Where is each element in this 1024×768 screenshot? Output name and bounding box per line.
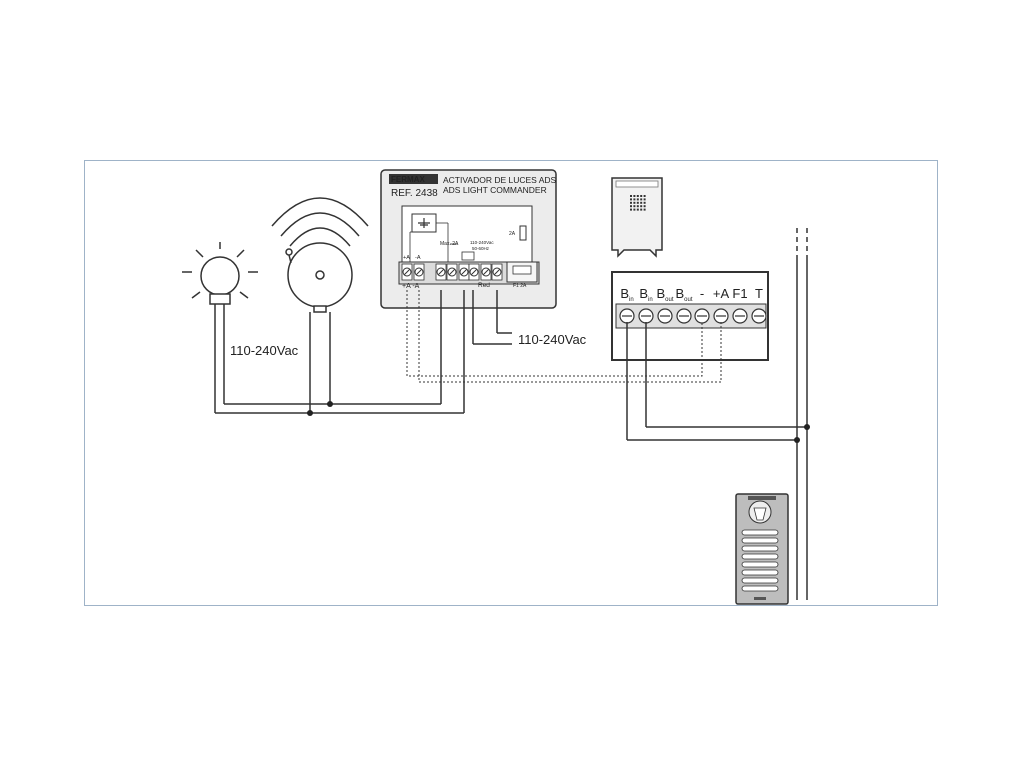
- call-button-icon: [741, 545, 779, 552]
- diagram-frame: [84, 160, 938, 606]
- term-top-minus: -A: [415, 255, 421, 261]
- grille-dot: [636, 208, 639, 211]
- terminal-label: F1: [732, 286, 747, 301]
- terminal-subscript: out: [665, 297, 674, 303]
- grille-dot: [643, 201, 646, 204]
- supply-right-label: 110-240Vac: [518, 332, 587, 347]
- screw-slot: [482, 268, 490, 276]
- screw-slot: [437, 268, 445, 276]
- fuse-rating: 2A: [509, 231, 516, 237]
- dotted-control-wires: [406, 290, 722, 383]
- call-button-icon: [741, 569, 779, 576]
- call-button-icon: [741, 561, 779, 568]
- call-button-icon: [741, 577, 779, 584]
- call-button-icon: [741, 585, 779, 592]
- screw-slot: [470, 268, 478, 276]
- grille-dot: [643, 208, 646, 211]
- grille-dot: [633, 195, 636, 197]
- module-title-1: ACTIVADOR DE LUCES ADS: [443, 175, 557, 185]
- fuse-label: F1 2A: [513, 283, 527, 289]
- grille-dot: [630, 201, 632, 204]
- panel-buttons: [741, 529, 779, 592]
- grille-dot: [636, 201, 639, 204]
- call-button-icon: [741, 553, 779, 560]
- bell-icon: [271, 197, 369, 313]
- screw-slot: [448, 268, 456, 276]
- grille-dot: [643, 195, 646, 197]
- call-button-icon: [741, 537, 779, 544]
- grille-dot: [636, 198, 639, 201]
- screw-slot: [493, 268, 501, 276]
- term-top-plus: +A: [403, 255, 410, 261]
- monitor-icon: [611, 177, 663, 258]
- call-button-icon: [741, 529, 779, 536]
- supply-spec-2: 50-60Hz: [472, 246, 490, 251]
- grille-dot: [643, 198, 646, 201]
- grille-dot: [640, 201, 643, 204]
- terminal-label: +A: [713, 286, 730, 301]
- light-commander-module: [380, 169, 557, 309]
- terminal-subscript: in: [648, 297, 653, 303]
- terminal-subscript: in: [629, 297, 634, 303]
- grille-dot: [636, 195, 639, 197]
- speaker-grille-icon: [630, 195, 646, 211]
- term-bottom: +A -A: [402, 283, 420, 290]
- terminal-label: T: [755, 286, 763, 301]
- grille-dot: [640, 198, 643, 201]
- module-ref: REF. 2438: [391, 188, 438, 199]
- door-panel-icon: [735, 493, 789, 605]
- grille-dot: [633, 208, 636, 211]
- supply-left-label: 110-240Vac: [230, 343, 299, 358]
- grille-dot: [640, 205, 643, 208]
- brand-logo: FERMAX: [391, 175, 425, 184]
- grille-dot: [640, 208, 643, 211]
- wiring: [214, 258, 808, 600]
- grille-dot: [636, 205, 639, 208]
- terminal-subscript: out: [684, 297, 693, 303]
- grille-dot: [630, 205, 632, 208]
- module-terminals: [401, 263, 503, 281]
- screw-slot: [403, 268, 411, 276]
- grille-dot: [643, 205, 646, 208]
- red-label: Red: [478, 282, 490, 289]
- supply-spec-1: 110-240Vac: [470, 240, 494, 245]
- grille-dot: [633, 201, 636, 204]
- grille-dot: [633, 198, 636, 201]
- grille-dot: [630, 195, 632, 197]
- terminal-label: -: [700, 286, 704, 301]
- grille-dot: [633, 205, 636, 208]
- grille-dot: [640, 195, 643, 197]
- junction-dots: [307, 401, 810, 443]
- screw-slot: [460, 268, 468, 276]
- screw-slot: [415, 268, 423, 276]
- module-title-2: ADS LIGHT COMMANDER: [443, 185, 547, 195]
- lamp-icon: [182, 242, 258, 305]
- grille-dot: [630, 198, 632, 201]
- bus-dashed-ends: [796, 228, 808, 258]
- max-current: Max. 2A: [440, 241, 459, 247]
- grille-dot: [630, 208, 632, 211]
